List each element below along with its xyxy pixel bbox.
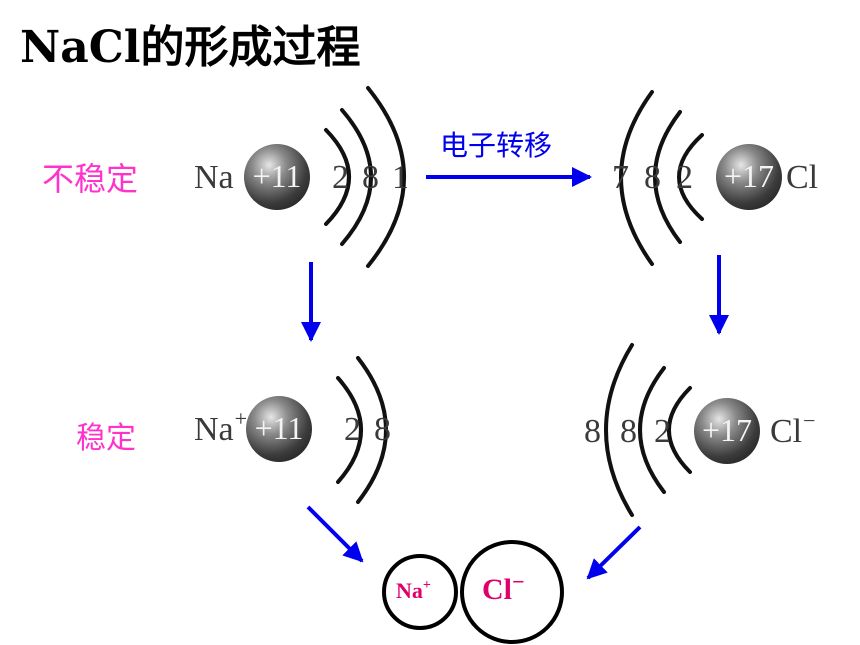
cl-atom-nucleus: +17 bbox=[716, 144, 782, 210]
na-ion-letter: Na bbox=[194, 411, 234, 448]
cl-ion-charge: +17 bbox=[701, 412, 753, 448]
na-atom-symbol: Na bbox=[194, 159, 234, 196]
cl-shell-inner: 2 bbox=[676, 159, 693, 196]
product-cl-sign: − bbox=[512, 569, 525, 594]
na-ion-shell-2: 8 bbox=[374, 411, 391, 448]
product-na-ion: Na+ bbox=[396, 578, 431, 604]
cl-atom-symbol: Cl bbox=[786, 159, 819, 196]
cl-ion-circle bbox=[460, 540, 564, 644]
cl-atom-charge: +17 bbox=[723, 158, 775, 194]
na-ion-charge: +11 bbox=[254, 410, 304, 446]
na-ion-sign: + bbox=[234, 406, 248, 431]
cl-ion-shell-inner: 2 bbox=[654, 413, 671, 450]
product-cl-ion: Cl− bbox=[482, 569, 525, 607]
cl-ion-shells bbox=[604, 343, 692, 517]
na-shell-2: 8 bbox=[362, 159, 379, 196]
na-ion-circle bbox=[382, 554, 458, 630]
page-title: NaCl的形成过程 bbox=[20, 22, 361, 73]
cl-ion-symbol: Cl− bbox=[770, 408, 816, 455]
cl-ion-sign: − bbox=[803, 408, 816, 433]
product-cl-letter: Cl bbox=[482, 573, 512, 606]
na-ion-shell-1: 2 bbox=[344, 411, 361, 448]
cl-shell-outer: 7 bbox=[612, 159, 629, 196]
na-ion-shells bbox=[336, 356, 388, 504]
na-ion-nucleus: +11 bbox=[246, 396, 312, 462]
na-shell-3: 1 bbox=[392, 159, 409, 196]
cl-atom-shells bbox=[619, 90, 704, 266]
cl-product-arrow bbox=[586, 525, 642, 580]
cl-shell-middle: 8 bbox=[644, 159, 661, 196]
unstable-label: 不稳定 bbox=[42, 160, 139, 198]
stable-label: 稳定 bbox=[76, 421, 136, 456]
product-na-sign: + bbox=[422, 578, 431, 593]
na-atom-shells bbox=[324, 86, 406, 268]
electron-transfer-label: 电子转移 bbox=[440, 129, 553, 162]
na-atom-charge: +11 bbox=[252, 158, 302, 194]
cl-ion-letter: Cl bbox=[770, 413, 803, 450]
cl-ion-nucleus: +17 bbox=[694, 398, 760, 464]
cl-ion-shell-middle: 8 bbox=[620, 413, 637, 450]
cl-ion-shell-outer: 8 bbox=[584, 413, 601, 450]
product-na-letter: Na bbox=[396, 578, 423, 603]
na-ion-symbol: Na+ bbox=[194, 406, 247, 453]
na-atom-nucleus: +11 bbox=[244, 144, 310, 210]
na-shell-1: 2 bbox=[332, 159, 349, 196]
na-product-arrow bbox=[306, 505, 364, 563]
